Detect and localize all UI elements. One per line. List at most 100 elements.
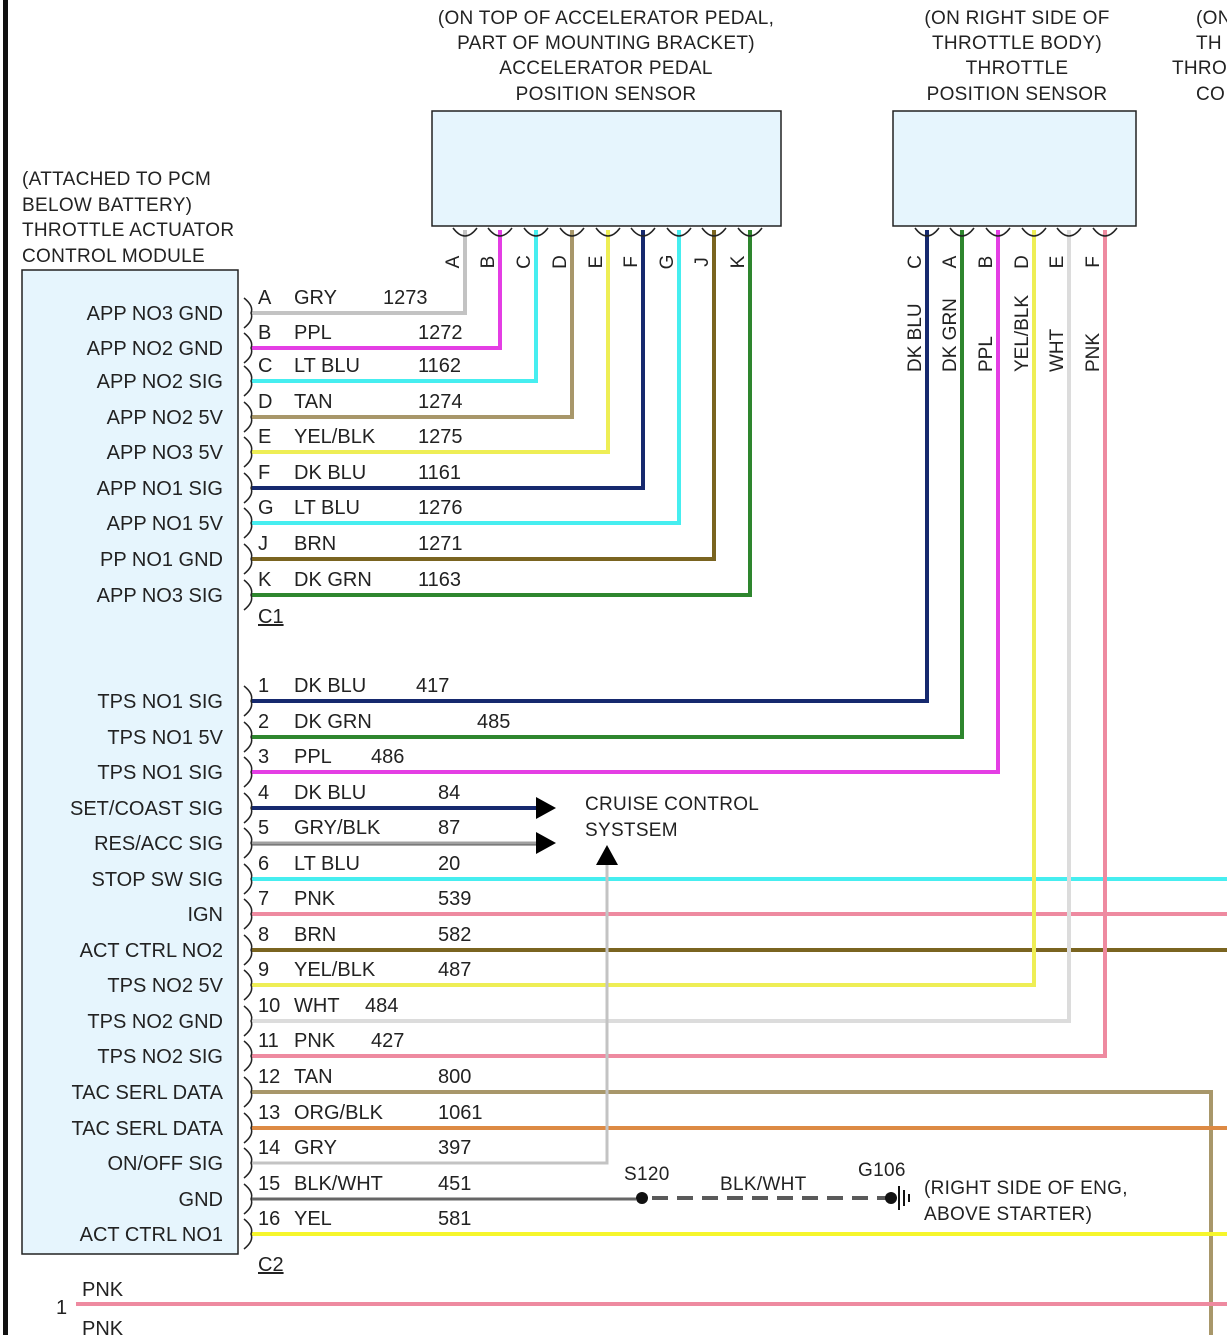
connector-terminal-icon bbox=[243, 934, 253, 966]
pin-label: 8 bbox=[258, 924, 269, 946]
tps-pin-label: C bbox=[905, 255, 926, 269]
function-label: TPS NO1 SIG bbox=[97, 762, 223, 784]
tps-caption-line: THROTTLE BODY) bbox=[932, 33, 1102, 54]
connector-terminal-icon bbox=[243, 579, 253, 611]
function-label: APP NO3 SIG bbox=[97, 585, 223, 607]
circuit-number: 486 bbox=[371, 746, 404, 768]
wire-c2-2 bbox=[251, 230, 964, 739]
cruise-control-label: CRUISE CONTROL bbox=[585, 794, 759, 815]
pin-label: 15 bbox=[258, 1173, 280, 1195]
third-caption-line: (ON bbox=[1196, 8, 1227, 29]
wire-c1-E bbox=[251, 230, 610, 454]
function-label: GND bbox=[179, 1189, 223, 1211]
ground-location-label: ABOVE STARTER) bbox=[924, 1204, 1092, 1225]
circuit-number: 539 bbox=[438, 888, 471, 910]
function-label: APP NO2 SIG bbox=[97, 371, 223, 393]
splice-label: S120 bbox=[624, 1164, 670, 1185]
function-label: TPS NO1 5V bbox=[107, 727, 223, 749]
app-caption-line: POSITION SENSOR bbox=[516, 84, 697, 105]
cruise-control-label: SYSTSEM bbox=[585, 820, 678, 841]
pin-label: E bbox=[258, 426, 271, 448]
pin-socket-icon bbox=[737, 227, 763, 237]
tps-pin-label: E bbox=[1047, 256, 1068, 269]
wires-layer bbox=[76, 230, 1227, 1335]
tps-sensor-box bbox=[892, 110, 1137, 227]
pin-label: D bbox=[258, 391, 272, 413]
app-sensor-caption: (ON TOP OF ACCELERATOR PEDAL, PART OF MO… bbox=[438, 8, 774, 105]
circuit-number: 581 bbox=[438, 1208, 471, 1230]
wire-color-label: LT BLU bbox=[294, 497, 360, 519]
pin-socket-icon bbox=[523, 227, 549, 237]
connector-terminal-icon bbox=[243, 721, 253, 753]
circuit-number: 20 bbox=[438, 853, 460, 875]
connector-terminal-icon bbox=[243, 472, 253, 504]
tps-pin-label: B bbox=[976, 256, 997, 269]
connector-terminal-icon bbox=[243, 792, 253, 824]
connector-terminal-icon bbox=[243, 1147, 253, 1179]
splice-dot bbox=[636, 1192, 648, 1204]
pin-label: 6 bbox=[258, 853, 269, 875]
app-sensor-box bbox=[431, 110, 782, 227]
wire-color-label: BLK/WHT bbox=[294, 1173, 383, 1195]
connector-terminal-icon bbox=[243, 1218, 253, 1250]
tps-caption-line: (ON RIGHT SIDE OF bbox=[924, 8, 1109, 29]
third-caption-line: TH bbox=[1196, 33, 1222, 54]
cruise-control: CRUISE CONTROL SYSTSEM bbox=[536, 794, 759, 865]
circuit-number: 800 bbox=[438, 1066, 471, 1088]
tps-caption-line: POSITION SENSOR bbox=[927, 84, 1108, 105]
pin-socket-icon bbox=[487, 227, 513, 237]
app-caption-line: PART OF MOUNTING BRACKET) bbox=[457, 33, 755, 54]
wire-c2-1 bbox=[251, 230, 929, 703]
tac-module-box bbox=[21, 269, 239, 1255]
pin-label: 10 bbox=[258, 995, 280, 1017]
circuit-number: 1061 bbox=[438, 1102, 483, 1124]
pin-label: B bbox=[258, 322, 271, 344]
app-pin-label: K bbox=[728, 255, 749, 268]
function-label: RES/ACC SIG bbox=[94, 833, 223, 855]
connector-terminal-icon bbox=[243, 756, 253, 788]
wire-color-label: DK GRN bbox=[294, 569, 372, 591]
wire-color-label: GRY bbox=[294, 1137, 337, 1159]
function-label: PP NO1 GND bbox=[100, 549, 223, 571]
pin-label: C bbox=[258, 355, 272, 377]
third-caption-line: THRO bbox=[1172, 58, 1227, 79]
tps-caption-line: THROTTLE bbox=[966, 58, 1069, 79]
ground-dot bbox=[885, 1192, 897, 1204]
wire-color-label: WHT bbox=[294, 995, 340, 1017]
arrow-right-icon bbox=[536, 832, 556, 854]
function-label: ACT CTRL NO1 bbox=[80, 1224, 223, 1246]
circuit-number: 484 bbox=[365, 995, 398, 1017]
wire-color-label: PNK bbox=[82, 1279, 124, 1301]
pin-socket-icon bbox=[452, 227, 478, 237]
connector-terminal-icon bbox=[243, 969, 253, 1001]
pin-label: 2 bbox=[258, 711, 269, 733]
circuit-number: 582 bbox=[438, 924, 471, 946]
pin-label: G bbox=[258, 497, 274, 519]
circuit-number: 1163 bbox=[418, 569, 461, 591]
pin-label: 1 bbox=[56, 1297, 67, 1319]
function-label: ACT CTRL NO2 bbox=[80, 940, 223, 962]
ground-wire-color-label: BLK/WHT bbox=[720, 1174, 807, 1195]
wire-color-label: PNK bbox=[294, 1030, 336, 1052]
function-label: TPS NO1 SIG bbox=[97, 691, 223, 713]
wire-color-label: LT BLU bbox=[294, 853, 360, 875]
connector-c2-label: C2 bbox=[258, 1254, 284, 1276]
pin-label: 9 bbox=[258, 959, 269, 981]
wire-color-label: TAN bbox=[294, 391, 333, 413]
pin-label: 13 bbox=[258, 1102, 280, 1124]
tac-caption-line: BELOW BATTERY) bbox=[22, 195, 192, 216]
pin-label: J bbox=[258, 533, 268, 555]
connector-terminal-icon bbox=[243, 1076, 253, 1108]
pin-label: 3 bbox=[258, 746, 269, 768]
function-label: IGN bbox=[187, 904, 223, 926]
connector-terminal-icon bbox=[243, 401, 253, 433]
wire-c1-K bbox=[251, 230, 752, 597]
pin-label: 16 bbox=[258, 1208, 280, 1230]
circuit-number: 417 bbox=[416, 675, 449, 697]
connector-terminal-icon bbox=[243, 898, 253, 930]
circuit-number: 487 bbox=[438, 959, 471, 981]
wire-c2-11 bbox=[251, 230, 1107, 1058]
pin-socket-icon bbox=[666, 227, 692, 237]
connector-terminal-icon bbox=[243, 507, 253, 539]
